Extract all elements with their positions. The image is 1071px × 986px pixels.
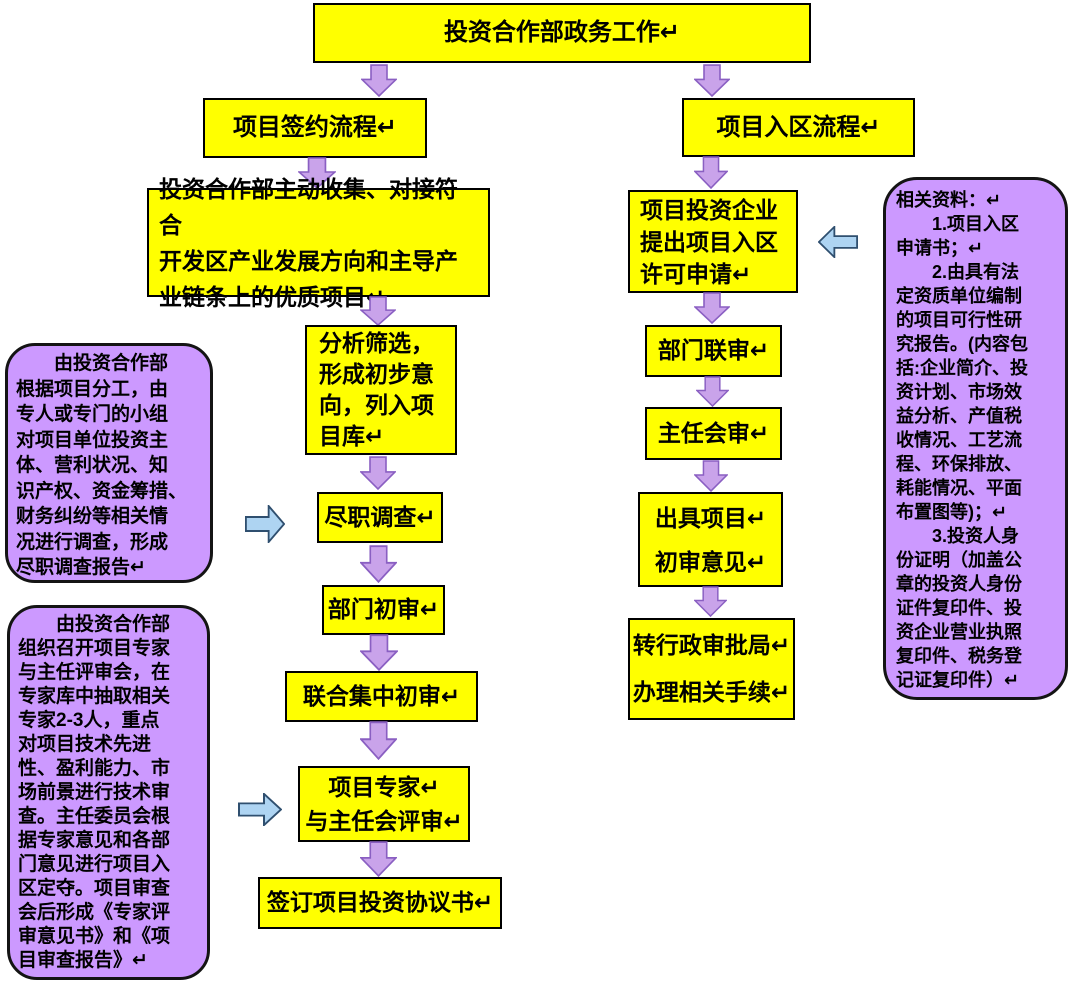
flow-arrow-down-icon xyxy=(694,156,728,189)
flow-arrow-down-icon xyxy=(694,292,730,324)
left-flow-header: 项目签约流程↵ xyxy=(203,98,427,158)
flow-arrow-down-icon xyxy=(360,545,397,583)
flow-arrow-down-icon xyxy=(298,157,336,189)
callout-arrow-right-icon xyxy=(245,505,285,543)
step-director-review: 主任会审↵ xyxy=(645,407,782,460)
step-apply: 项目投资企业 提出项目入区 许可申请↵ xyxy=(628,190,798,293)
flow-arrow-down-icon xyxy=(696,376,729,407)
step-joint-first-review: 联合集中初审↵ xyxy=(285,671,478,722)
flow-arrow-down-icon xyxy=(360,634,398,671)
callout-arrow-left-icon xyxy=(818,226,858,258)
flow-arrow-down-icon xyxy=(360,296,396,326)
flow-arrow-down-icon xyxy=(361,64,397,97)
flow-arrow-down-icon xyxy=(360,721,397,760)
step-dept-joint-review: 部门联审↵ xyxy=(645,325,782,377)
callout-materials-note: 相关资料：↵ 1.项目入区 申请书；↵ 2.由具有法 定资质单位编制 的项目可行… xyxy=(883,177,1068,700)
callout-arrow-right-icon xyxy=(238,793,282,826)
step-collect: 投资合作部主动收集、对接符合 开发区产业发展方向和主导产 业链条上的优质项目↵ xyxy=(147,176,490,310)
step-dept-first-review: 部门初审↵ xyxy=(322,585,445,635)
title-box: 投资合作部政务工作↵ xyxy=(313,3,811,63)
flow-arrow-down-icon xyxy=(360,841,397,877)
step-transfer: 转行政审批局↵ 办理相关手续↵ xyxy=(628,618,795,720)
right-flow-header: 项目入区流程↵ xyxy=(682,98,915,157)
callout-expert-review-note: 由投资合作部 组织召开项目专家 与主任评审会，在 专家库中抽取相关 专家2-3人… xyxy=(7,605,210,980)
step-due-diligence: 尽职调查↵ xyxy=(317,492,443,543)
step-sign-agreement: 签订项目投资协议书↵ xyxy=(258,877,502,929)
flow-arrow-down-icon xyxy=(694,64,730,97)
flow-arrow-down-icon xyxy=(694,460,728,492)
flow-arrow-down-icon xyxy=(360,456,396,490)
step-analyze: 分析筛选， 形成初步意 向，列入项 目库↵ xyxy=(305,325,457,455)
step-opinion: 出具项目↵ 初审意见↵ xyxy=(638,492,783,587)
flow-arrow-down-icon xyxy=(694,586,727,617)
step-expert-review: 项目专家↵ 与主任会评审↵ xyxy=(298,766,470,842)
callout-due-diligence-note: 由投资合作部 根据项目分工，由 专人或专门的小组 对项目单位投资主 体、营利状况… xyxy=(5,343,213,583)
